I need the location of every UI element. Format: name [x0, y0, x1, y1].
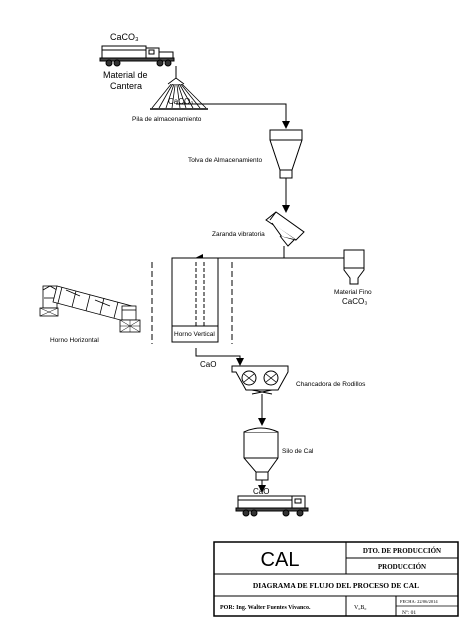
hopper-icon: [269, 129, 303, 179]
title-block-title: DIAGRAMA DE FLUJO DEL PROCESO DE CAL: [253, 581, 419, 590]
label-material: Material de: [103, 70, 148, 80]
title-block-name: CAL: [261, 549, 300, 571]
title-block-number: Nº: 01: [402, 610, 416, 616]
stockpile-icon: [150, 77, 208, 110]
label-caco3-truck: CaCO₃: [110, 32, 139, 42]
label-caco3-fines: CaCO₃: [342, 297, 367, 306]
label-cao-truck: CaO: [253, 487, 269, 496]
vibrating-screen-icon: [265, 211, 305, 247]
label-cantera: Cantera: [110, 81, 142, 91]
title-block-department: DTO. DE PRODUCCIÓN: [363, 547, 441, 555]
label-vertical-kiln: Horno Vertical: [174, 331, 215, 338]
horizontal-kiln-icon: [39, 285, 141, 333]
lime-silo-icon: [243, 427, 279, 481]
title-block-approval: V₀B₀: [354, 605, 367, 611]
label-horizontal-kiln: Horno Horizontal: [50, 337, 99, 344]
title-block: [213, 541, 459, 617]
label-fines: Material Fino: [334, 289, 372, 296]
label-silo: Silo de Cal: [282, 448, 314, 455]
fines-hopper-icon: [343, 249, 365, 285]
flow-kiln-to-crusher: [195, 348, 244, 366]
label-cao-kiln: CaO: [200, 360, 216, 369]
label-screen: Zaranda vibratoria: [212, 231, 265, 238]
truck-icon: [235, 495, 309, 517]
label-crusher: Chancadora de Rodillos: [296, 381, 366, 388]
truck-icon: [99, 45, 175, 67]
roll-crusher-icon: [231, 365, 289, 395]
label-pile: Pila de almacenamiento: [132, 116, 202, 123]
title-block-date: FECHA: 22/06/2014: [400, 599, 438, 604]
flow-pile-to-hopper: [176, 103, 290, 129]
title-block-area: PRODUCCIÓN: [378, 563, 426, 571]
vertical-kiln-icon: [151, 257, 233, 344]
title-block-author: POR: Ing. Walter Fuentes Vivanco.: [220, 605, 311, 611]
label-caco3-pile: CaCO₃: [168, 97, 193, 106]
label-hopper: Tolva de Almacenamiento: [188, 157, 262, 164]
